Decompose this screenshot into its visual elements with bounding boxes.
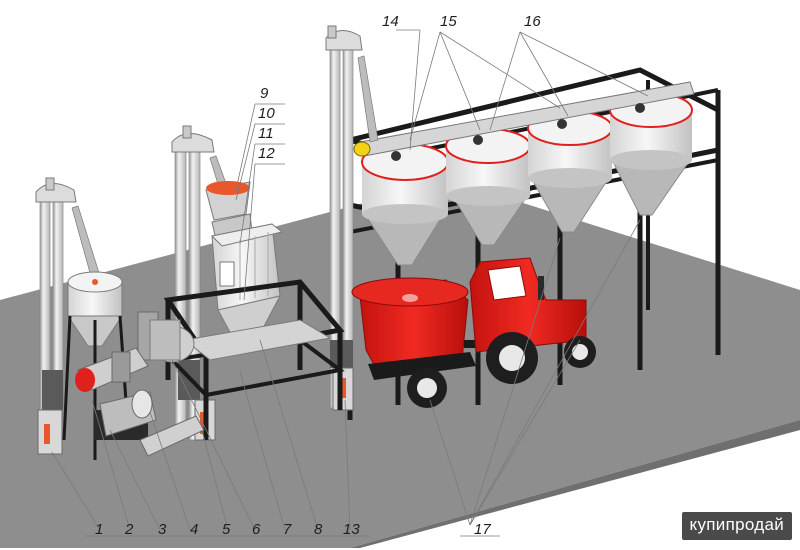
label-14: 14 <box>382 13 399 30</box>
storage-bin-1 <box>361 143 449 224</box>
label-10: 10 <box>258 105 275 122</box>
label-6: 6 <box>252 521 261 538</box>
heat-generator <box>137 311 195 363</box>
label-5: 5 <box>222 521 231 538</box>
label-3: 3 <box>158 521 167 538</box>
storage-bin-2 <box>445 128 531 206</box>
label-17: 17 <box>474 521 491 538</box>
watermark-badge: купипродай <box>681 512 792 540</box>
label-7: 7 <box>283 521 292 538</box>
tractor <box>469 257 596 384</box>
bin-hopper-cones <box>361 159 691 266</box>
label-12: 12 <box>258 145 275 162</box>
grain-dryer-column <box>163 125 345 441</box>
label-15: 15 <box>440 13 457 30</box>
label-2: 2 <box>125 521 134 538</box>
label-4: 4 <box>190 521 199 538</box>
leader-lines <box>51 29 649 537</box>
pellet-mill <box>75 347 205 457</box>
floor-slab-edge <box>350 420 800 548</box>
label-1: 1 <box>95 521 104 538</box>
label-8: 8 <box>314 521 323 538</box>
feed-mixer-wagon <box>351 277 504 408</box>
label-13: 13 <box>343 521 360 538</box>
label-11: 11 <box>258 125 274 142</box>
label-16: 16 <box>524 13 541 30</box>
storage-bins <box>361 92 693 224</box>
bucket-elevator-1 <box>35 177 101 455</box>
top-screw-conveyor <box>353 81 695 161</box>
label-9: 9 <box>260 85 269 102</box>
storage-bin-3 <box>527 110 613 188</box>
